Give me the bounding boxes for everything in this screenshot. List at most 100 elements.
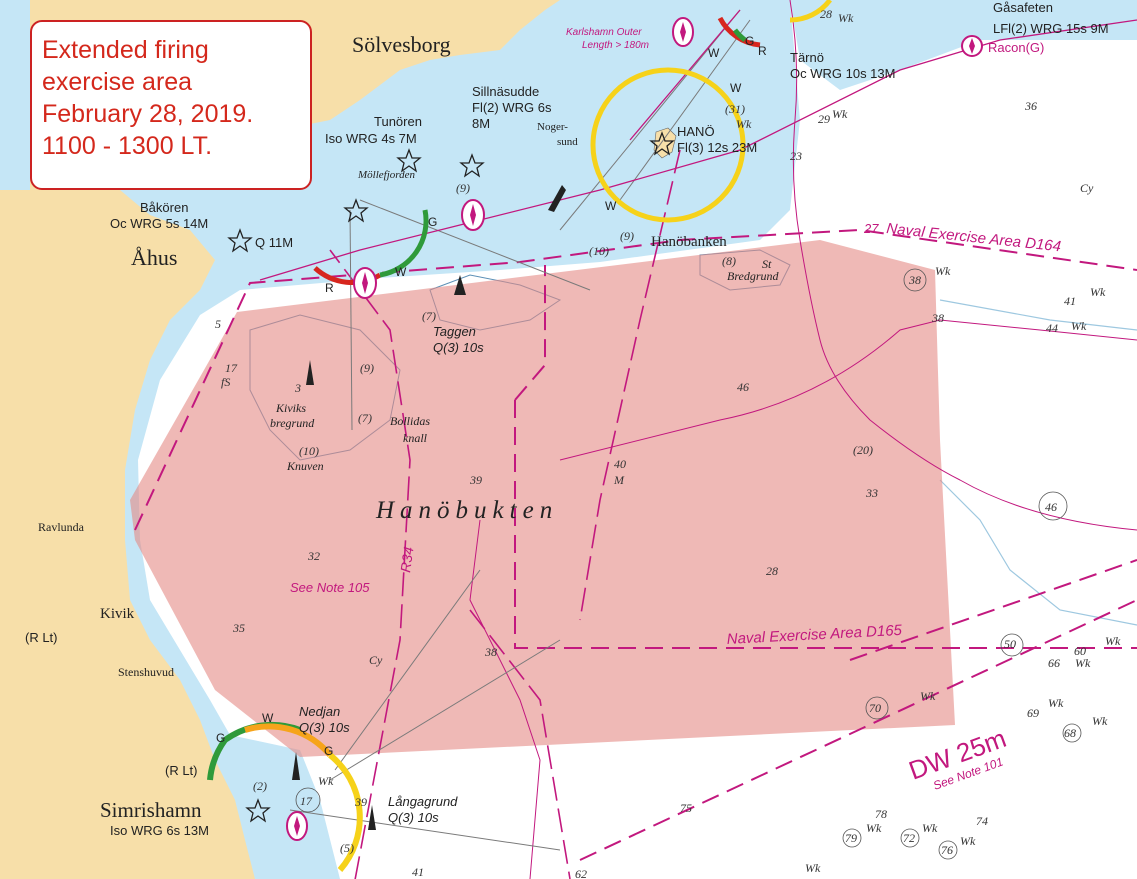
lighthouse-markers	[227, 131, 675, 823]
boundary-wiggle	[469, 0, 1137, 879]
notice-line-3: February 28, 2019.	[42, 100, 254, 128]
svg-text:41: 41	[412, 865, 424, 879]
svg-text:W: W	[262, 711, 274, 725]
svg-text:39: 39	[354, 795, 367, 809]
light-sillnasudde: Sillnäsudde	[472, 84, 539, 99]
light-racon: Racon(G)	[988, 40, 1044, 55]
svg-text:(31): (31)	[725, 102, 745, 116]
light-tunoren-2: Iso WRG 4s 7M	[325, 131, 417, 146]
svg-text:(2): (2)	[253, 779, 267, 793]
place-st-bredgrund-2: Bredgrund	[727, 269, 780, 283]
notice-line-1: Extended firing	[42, 36, 209, 64]
svg-text:41: 41	[1064, 294, 1076, 308]
naval-area-boundaries	[134, 228, 1137, 861]
svg-text:69: 69	[1027, 706, 1039, 720]
svg-text:Wk: Wk	[1090, 285, 1106, 299]
light-sector-simrishamn	[207, 721, 363, 872]
depth-soundings: 28 36 (31) 29 23 (9) (9) (10) (8) 38 38 …	[215, 7, 1094, 879]
light-nedjan: Nedjan	[299, 704, 340, 719]
light-hano: HANÖ	[677, 124, 715, 139]
svg-text:79: 79	[845, 831, 857, 845]
svg-text:G: G	[216, 731, 225, 745]
svg-text:Wk: Wk	[920, 689, 936, 703]
svg-text:M: M	[613, 473, 625, 487]
depth-circles	[295, 268, 1082, 860]
svg-text:3: 3	[294, 381, 301, 395]
place-ravlunda: Ravlunda	[38, 520, 85, 534]
svg-text:Wk: Wk	[1092, 714, 1108, 728]
svg-text:17: 17	[225, 361, 238, 375]
svg-text:W: W	[395, 265, 407, 279]
svg-text:G: G	[324, 744, 333, 758]
svg-text:Wk: Wk	[922, 821, 938, 835]
svg-text:(20): (20)	[853, 443, 873, 457]
place-stenshuvud: Stenshuvud	[118, 665, 174, 679]
svg-text:Wk: Wk	[838, 11, 854, 25]
place-knuven: Knuven	[286, 459, 324, 473]
place-mollefjorden: Möllefjorden	[357, 169, 416, 181]
svg-text:17: 17	[300, 794, 313, 808]
light-sector-tarno	[717, 0, 832, 48]
svg-text:Wk: Wk	[1071, 319, 1087, 333]
star-icon	[396, 148, 422, 173]
light-sillnasudde-2: Fl(2) WRG 6s	[472, 100, 552, 115]
svg-text:74: 74	[976, 814, 988, 828]
svg-text:(5): (5)	[340, 841, 354, 855]
svg-text:(8): (8)	[722, 254, 736, 268]
svg-text:Cy: Cy	[1080, 181, 1094, 195]
depth-contour-deep	[939, 299, 1137, 331]
place-nogersund: Noger-	[537, 121, 568, 133]
place-simrishamn: Simrishamn	[100, 798, 202, 822]
light-rlt-2: (R Lt)	[165, 763, 198, 778]
svg-text:5: 5	[215, 317, 221, 331]
light-tunoren: Tunören	[374, 114, 422, 129]
area-note105: See Note 105	[290, 580, 370, 595]
notice-line-2: exercise area	[42, 68, 193, 96]
svg-text:29: 29	[818, 112, 830, 126]
light-simrishamn: Iso WRG 6s 13M	[110, 823, 209, 838]
svg-text:36: 36	[1024, 99, 1037, 113]
svg-text:G: G	[428, 215, 437, 229]
star-icon	[649, 131, 675, 156]
star-icon	[343, 198, 369, 223]
traffic-lane	[259, 9, 1137, 281]
svg-text:28: 28	[766, 564, 778, 578]
buoy-icon	[454, 275, 466, 295]
depth-contour-deep	[939, 479, 1137, 626]
sector-letters: R W G W W R W G W G G	[216, 34, 767, 758]
svg-text:62: 62	[575, 867, 587, 879]
svg-text:38: 38	[908, 273, 921, 287]
buoy-icon	[306, 360, 314, 385]
area-r34: R34	[397, 546, 416, 574]
svg-text:78: 78	[875, 807, 887, 821]
svg-text:32: 32	[307, 549, 320, 563]
place-karlshamn-2: Length > 180m	[582, 40, 649, 51]
star-icon	[245, 798, 271, 823]
firing-notice-box: Extended firing exercise area February 2…	[30, 20, 312, 190]
firing-exercise-area[interactable]	[130, 240, 955, 757]
svg-text:Wk: Wk	[1075, 656, 1091, 670]
light-gasefeten-2: LFl(2) WRG 15s 9M	[993, 21, 1109, 36]
light-taggen: Taggen	[433, 324, 476, 339]
svg-text:(9): (9)	[360, 361, 374, 375]
light-gasefeten: Gåsafeten	[993, 0, 1053, 15]
svg-text:Wk: Wk	[935, 264, 951, 278]
svg-text:(7): (7)	[422, 309, 436, 323]
light-langagrund: Långagrund	[388, 794, 458, 809]
place-kiviks-bregrund: Kiviks	[275, 401, 306, 415]
route-lines	[329, 149, 681, 879]
light-tarno: Tärnö	[790, 50, 824, 65]
wreck-labels: Wk Wk Wk Wk Wk Wk Wk Wk Wk Wk Wk Wk Wk W…	[318, 11, 1121, 875]
svg-text:Wk: Wk	[805, 861, 821, 875]
place-nogersund-2: sund	[557, 136, 578, 148]
cardinal-buoys	[292, 185, 566, 830]
svg-text:70: 70	[869, 701, 881, 715]
place-kiviks-bregrund-2: bregrund	[270, 416, 315, 430]
place-kivik: Kivik	[100, 606, 135, 622]
place-bollidas: Bollidas	[390, 414, 430, 428]
place-hanobanken: Hanöbanken	[651, 234, 727, 250]
svg-text:35: 35	[232, 621, 245, 635]
svg-text:Wk: Wk	[1105, 634, 1121, 648]
